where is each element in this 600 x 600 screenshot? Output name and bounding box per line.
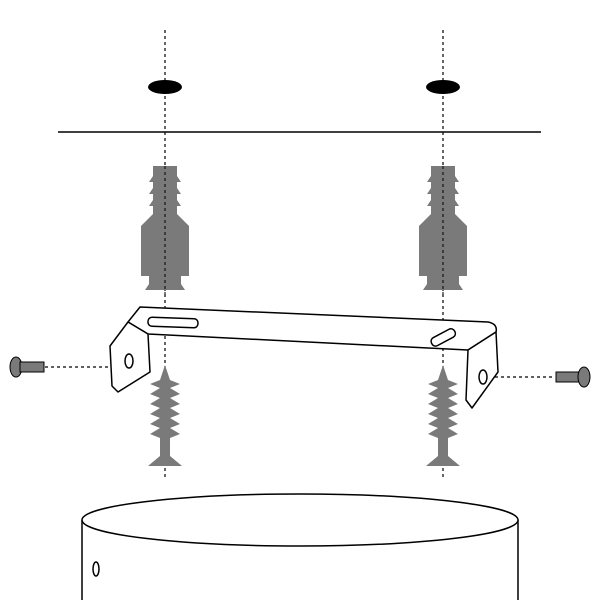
side-screw-right <box>555 366 591 388</box>
wood-screw-right <box>426 365 460 466</box>
wood-screw-left <box>148 365 182 466</box>
side-screw-left <box>9 356 45 378</box>
ceiling-hole-right <box>426 80 460 94</box>
guide-lines <box>45 30 555 480</box>
mounting-bracket <box>109 306 499 409</box>
fixture-canopy <box>81 493 519 600</box>
ceiling-hole-left <box>148 80 182 94</box>
